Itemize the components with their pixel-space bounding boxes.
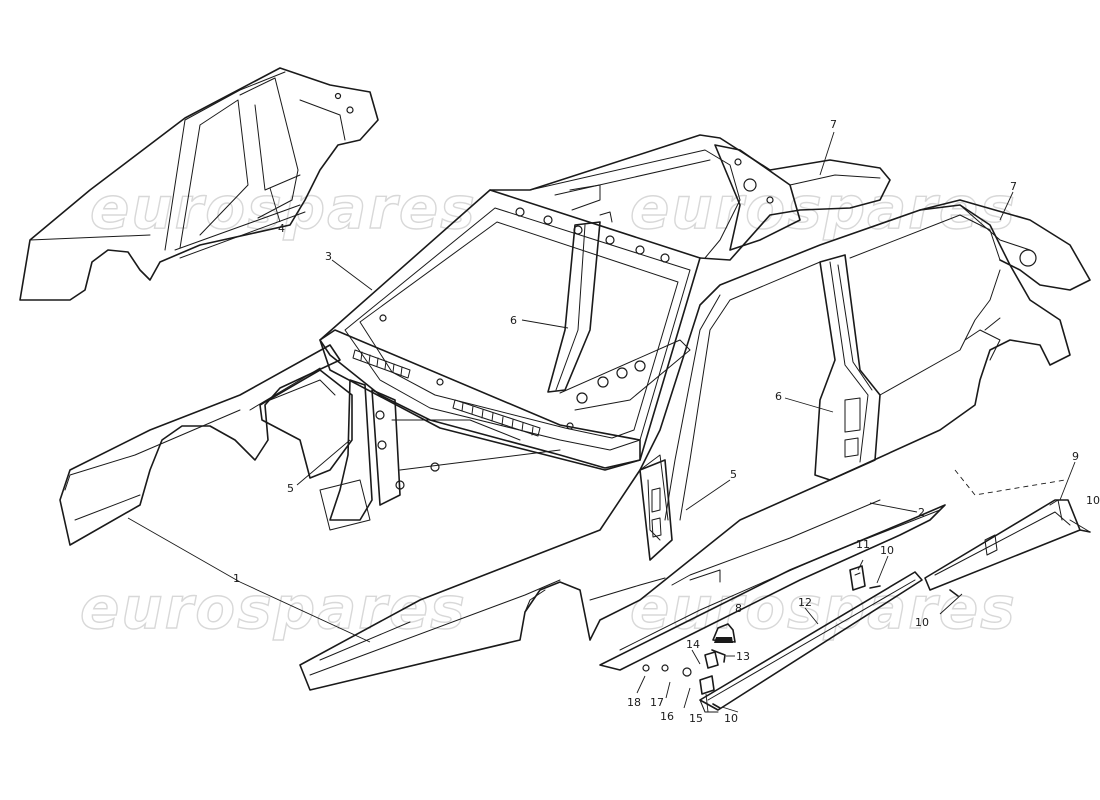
callout-13: 13	[736, 650, 750, 663]
loose-parts	[642, 499, 1091, 713]
callout-12: 12	[798, 596, 812, 609]
callout-10-lower-right: 10	[915, 616, 929, 629]
callout-18: 18	[627, 696, 641, 709]
callout-8: 8	[735, 602, 742, 615]
watermark-group: eurospares eurospares eurospares eurospa…	[79, 173, 1017, 642]
callout-6-right: 6	[775, 390, 782, 403]
callout-10-far-right: 10	[1086, 494, 1100, 507]
callout-16: 16	[660, 710, 674, 723]
callout-11: 11	[856, 538, 870, 551]
callout-10-upper: 10	[880, 544, 894, 557]
cowl-vents	[352, 349, 541, 437]
callout-9: 9	[1072, 450, 1079, 463]
main-body-shell	[59, 134, 1091, 691]
leader-lines	[127, 131, 1076, 713]
callout-10-bottom: 10	[724, 712, 738, 725]
callout-6-left: 6	[510, 314, 517, 327]
inset-side-panel	[19, 67, 379, 301]
callout-1: 1	[233, 572, 240, 585]
callout-7-right: 7	[1010, 180, 1017, 193]
callout-2: 2	[918, 506, 925, 519]
watermark-bottom-right: eurospares	[630, 574, 1017, 642]
callout-15: 15	[689, 712, 703, 725]
watermark-top-right: eurospares	[630, 174, 1017, 242]
watermark-bottom-left: eurospares	[80, 574, 467, 642]
callout-5-right: 5	[730, 468, 737, 481]
callout-17: 17	[650, 696, 664, 709]
watermark-top-left: eurospares	[90, 174, 477, 242]
callout-7-top: 7	[830, 118, 837, 131]
callout-5-left: 5	[287, 482, 294, 495]
callout-labels: 1 2 3 4 5 5 6 6 7 7 8 9 10 10 10 10 11 1…	[233, 118, 1100, 725]
callout-4: 4	[278, 222, 285, 235]
callout-3: 3	[325, 250, 332, 263]
callout-14: 14	[686, 638, 700, 651]
